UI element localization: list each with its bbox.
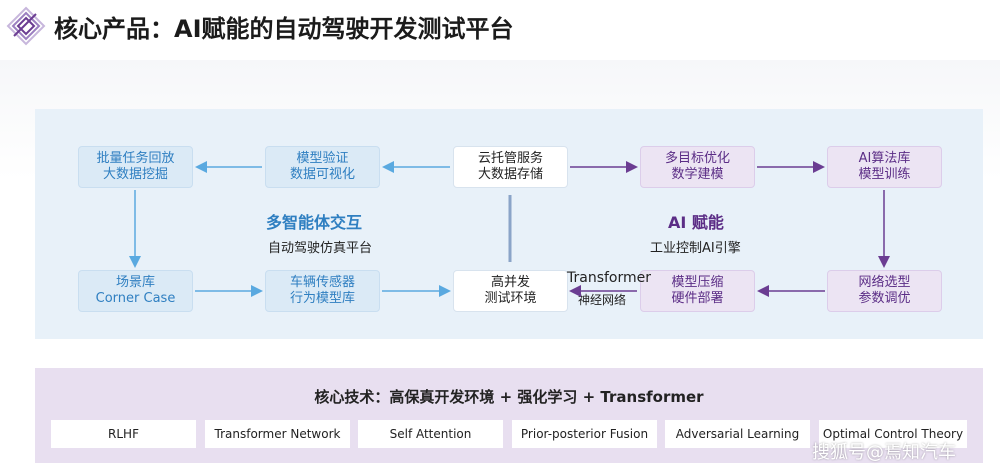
watermark: 搜狐号@焉知汽车: [812, 442, 956, 463]
tech-chip: Self Attention: [358, 420, 503, 448]
node-ai-algorithm: AI算法库 模型训练: [827, 146, 942, 188]
multi-agent-title: 多智能体交互: [266, 213, 363, 232]
node-cloud-service: 云托管服务 大数据存储: [453, 146, 568, 188]
tech-chip: Optimal Control Theory: [819, 420, 967, 448]
node-line: 场景库: [115, 275, 155, 290]
node-line: 参数调优: [858, 291, 911, 306]
node-line: 行为模型库: [289, 291, 355, 306]
tech-chip: RLHF: [51, 420, 196, 448]
transformer-sublabel: 神经网络: [578, 293, 627, 307]
ai-enable-title: AI 赋能: [668, 213, 724, 232]
core-technology-title: 核心技术：高保真开发环境 + 强化学习 + Transformer: [314, 388, 704, 406]
node-line: 车辆传感器: [289, 275, 355, 290]
node-network-select: 网络选型 参数调优: [827, 270, 942, 312]
node-line: 数学建模: [671, 167, 724, 182]
page-title: 核心产品：AI赋能的自动驾驶开发测试平台: [54, 15, 514, 43]
node-line: 大数据存储: [477, 167, 543, 182]
tech-chip: Prior-posterior Fusion: [512, 420, 657, 448]
node-model-compress: 模型压缩 硬件部署: [640, 270, 755, 312]
node-line: 硬件部署: [671, 291, 724, 306]
node-multi-objective: 多目标优化 数学建模: [640, 146, 755, 188]
tech-chip: Transformer Network: [205, 420, 350, 448]
node-line: 多目标优化: [664, 151, 730, 166]
ai-enable-subtitle: 工业控制AI引擎: [650, 241, 741, 256]
node-concurrent-test: 高并发 测试环境: [453, 270, 568, 312]
node-line: Corner Case: [95, 291, 176, 306]
multi-agent-subtitle: 自动驾驶仿真平台: [268, 241, 373, 256]
node-batch-replay: 批量任务回放 大数据挖掘: [78, 146, 193, 188]
layered-diamond-logo-icon: [6, 6, 46, 46]
node-vehicle-sensor: 车辆传感器 行为模型库: [265, 270, 380, 312]
node-line: 网络选型: [858, 275, 911, 290]
tech-chip: Adversarial Learning: [665, 420, 810, 448]
node-scene-library: 场景库 Corner Case: [78, 270, 193, 312]
node-line: 批量任务回放: [96, 151, 175, 166]
core-technology-box: 核心技术：高保真开发环境 + 强化学习 + Transformer RLHF T…: [35, 368, 983, 463]
node-line: 模型压缩: [671, 275, 724, 290]
node-line: 测试环境: [484, 291, 537, 306]
node-line: 模型训练: [858, 167, 911, 182]
node-line: 模型验证: [296, 151, 349, 166]
transformer-label: Transformer: [567, 270, 652, 286]
node-model-verify: 模型验证 数据可视化: [265, 146, 380, 188]
node-line: 高并发: [490, 275, 530, 290]
node-line: 云托管服务: [477, 151, 543, 166]
node-line: 大数据挖掘: [102, 167, 168, 182]
node-line: AI算法库: [858, 151, 911, 166]
node-line: 数据可视化: [289, 167, 355, 182]
